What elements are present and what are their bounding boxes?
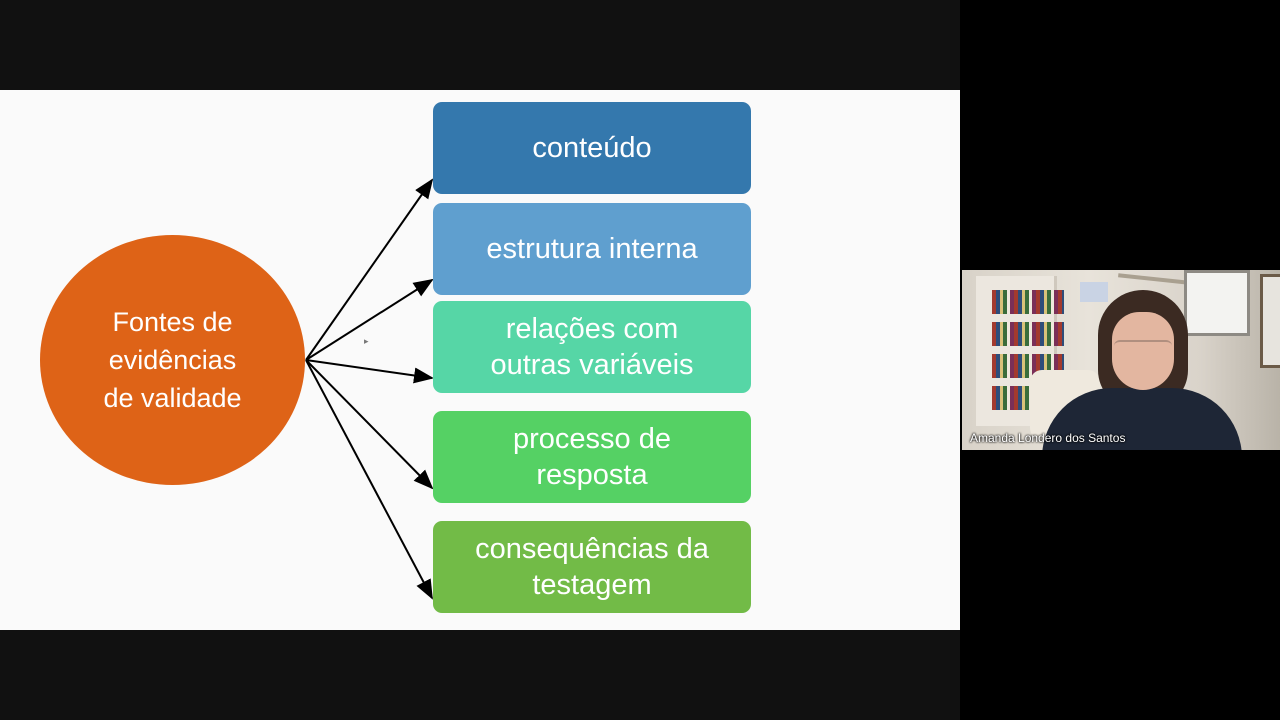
presentation-slide: Fontes de evidências de validade conteúd… <box>0 90 960 630</box>
box-conteudo: conteúdo <box>433 102 751 194</box>
arrow-processo <box>305 359 434 490</box>
box-label: conteúdo <box>532 132 652 164</box>
box-label: consequências da testagem <box>475 533 709 601</box>
picture-frame <box>1260 274 1280 368</box>
arrow-relacoes <box>305 359 434 384</box>
participant-name-label: Amanda Londero dos Santos <box>970 431 1126 445</box>
wall-picture <box>1080 282 1108 302</box>
box-processo-de-resposta: processo de resposta <box>433 411 751 503</box>
central-concept-label: Fontes de evidências de validade <box>103 307 242 413</box>
window <box>1184 270 1250 336</box>
mouse-cursor-icon: ▸ <box>364 336 369 346</box>
person-face <box>1112 312 1174 390</box>
person-body <box>1042 388 1242 450</box>
glasses <box>1114 340 1172 356</box>
arrows <box>305 178 434 600</box>
arrow-consequencias <box>305 359 433 600</box>
arrow-estrutura <box>305 278 434 361</box>
participant-video-tile[interactable]: Amanda Londero dos Santos <box>962 270 1280 450</box>
box-consequencias: consequências da testagem <box>433 521 751 613</box>
box-label: processo de resposta <box>513 423 671 491</box>
box-relacoes: relações com outras variáveis <box>433 301 751 393</box>
central-concept-circle: Fontes de evidências de validade <box>40 235 305 485</box>
box-label: estrutura interna <box>486 233 698 265</box>
box-estrutura-interna: estrutura interna <box>433 203 751 295</box>
box-label: relações com outras variáveis <box>490 313 694 381</box>
arrow-conteudo <box>305 178 434 361</box>
screen-share-area: Fontes de evidências de validade conteúd… <box>0 0 960 720</box>
